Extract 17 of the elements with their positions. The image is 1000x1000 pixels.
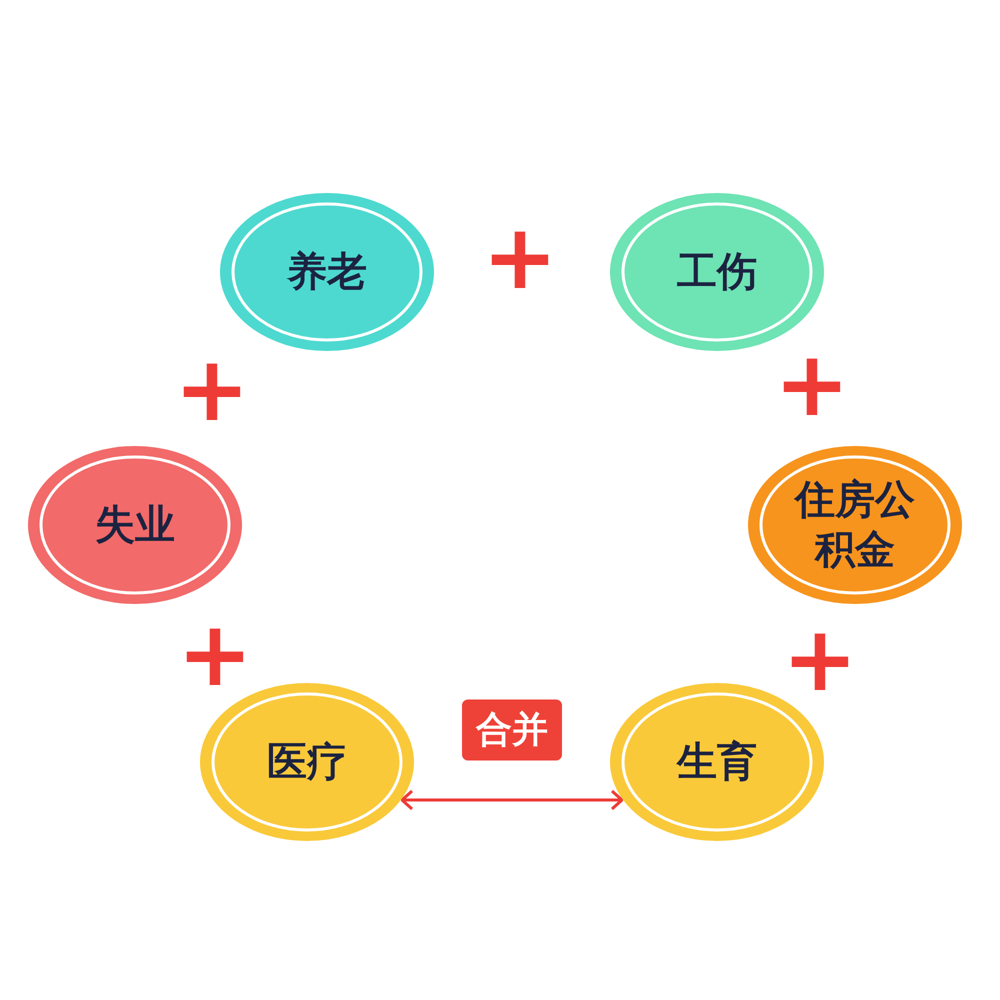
double-arrow [400,790,624,810]
edge-label: 合并 [462,700,562,760]
plus-sign: + [782,615,858,705]
category-ellipse [219,192,435,352]
node-label: 医疗 [266,738,348,787]
category-ellipse [27,445,243,605]
plus-sign: + [174,345,250,435]
node-label: 失业 [94,501,176,550]
category-ellipse [609,192,825,352]
plus-sign: + [774,340,850,430]
node-label: 养老 [286,248,368,297]
category-ellipse [747,445,963,605]
plus-sign: + [482,213,558,303]
node-label: 工伤 [676,248,758,297]
plus-sign: + [177,610,253,700]
node-label: 生育 [675,738,758,787]
node-label: 住房公积金 [792,476,916,575]
